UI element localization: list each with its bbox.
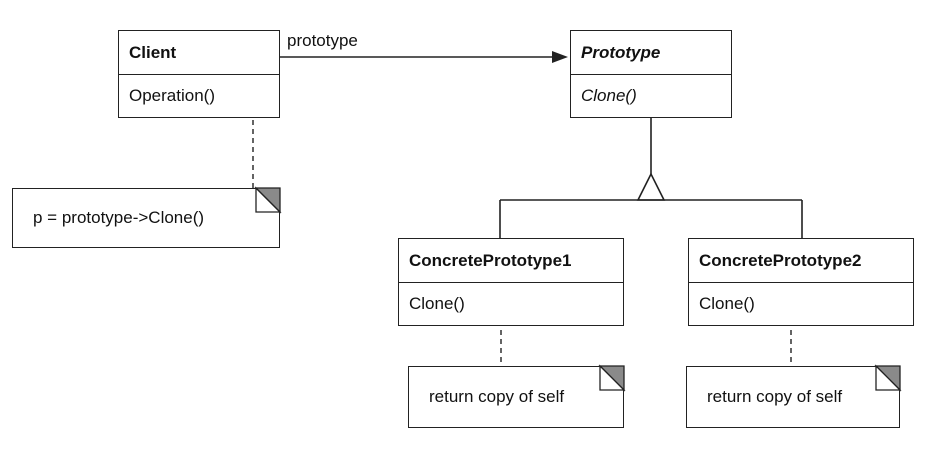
prototype-operation: Clone() [581,86,637,105]
concrete1-note: return copy of self [408,366,624,428]
client-class-name: Client [119,31,279,75]
concrete-prototype-1-class: ConcretePrototype1 Clone() [398,238,624,326]
concrete1-note-text: return copy of self [429,387,565,406]
concrete-prototype-2-name: ConcretePrototype2 [689,239,913,283]
client-note-text: p = prototype->Clone() [33,208,205,227]
concrete-prototype-2-operation: Clone() [699,294,755,313]
client-operation: Operation() [129,86,215,105]
association-label: prototype [287,31,358,50]
prototype-class: Prototype Clone() [570,30,732,118]
concrete-prototype-1-operation: Clone() [409,294,465,313]
concrete-prototype-1-name: ConcretePrototype1 [399,239,623,283]
prototype-class-name: Prototype [571,31,731,75]
association-arrowhead [552,51,568,63]
client-class: Client Operation() [118,30,280,118]
client-note: p = prototype->Clone() [12,188,280,248]
concrete2-note: return copy of self [686,366,900,428]
concrete-prototype-2-class: ConcretePrototype2 Clone() [688,238,914,326]
concrete2-note-text: return copy of self [707,387,843,406]
inheritance-triangle [636,172,666,201]
